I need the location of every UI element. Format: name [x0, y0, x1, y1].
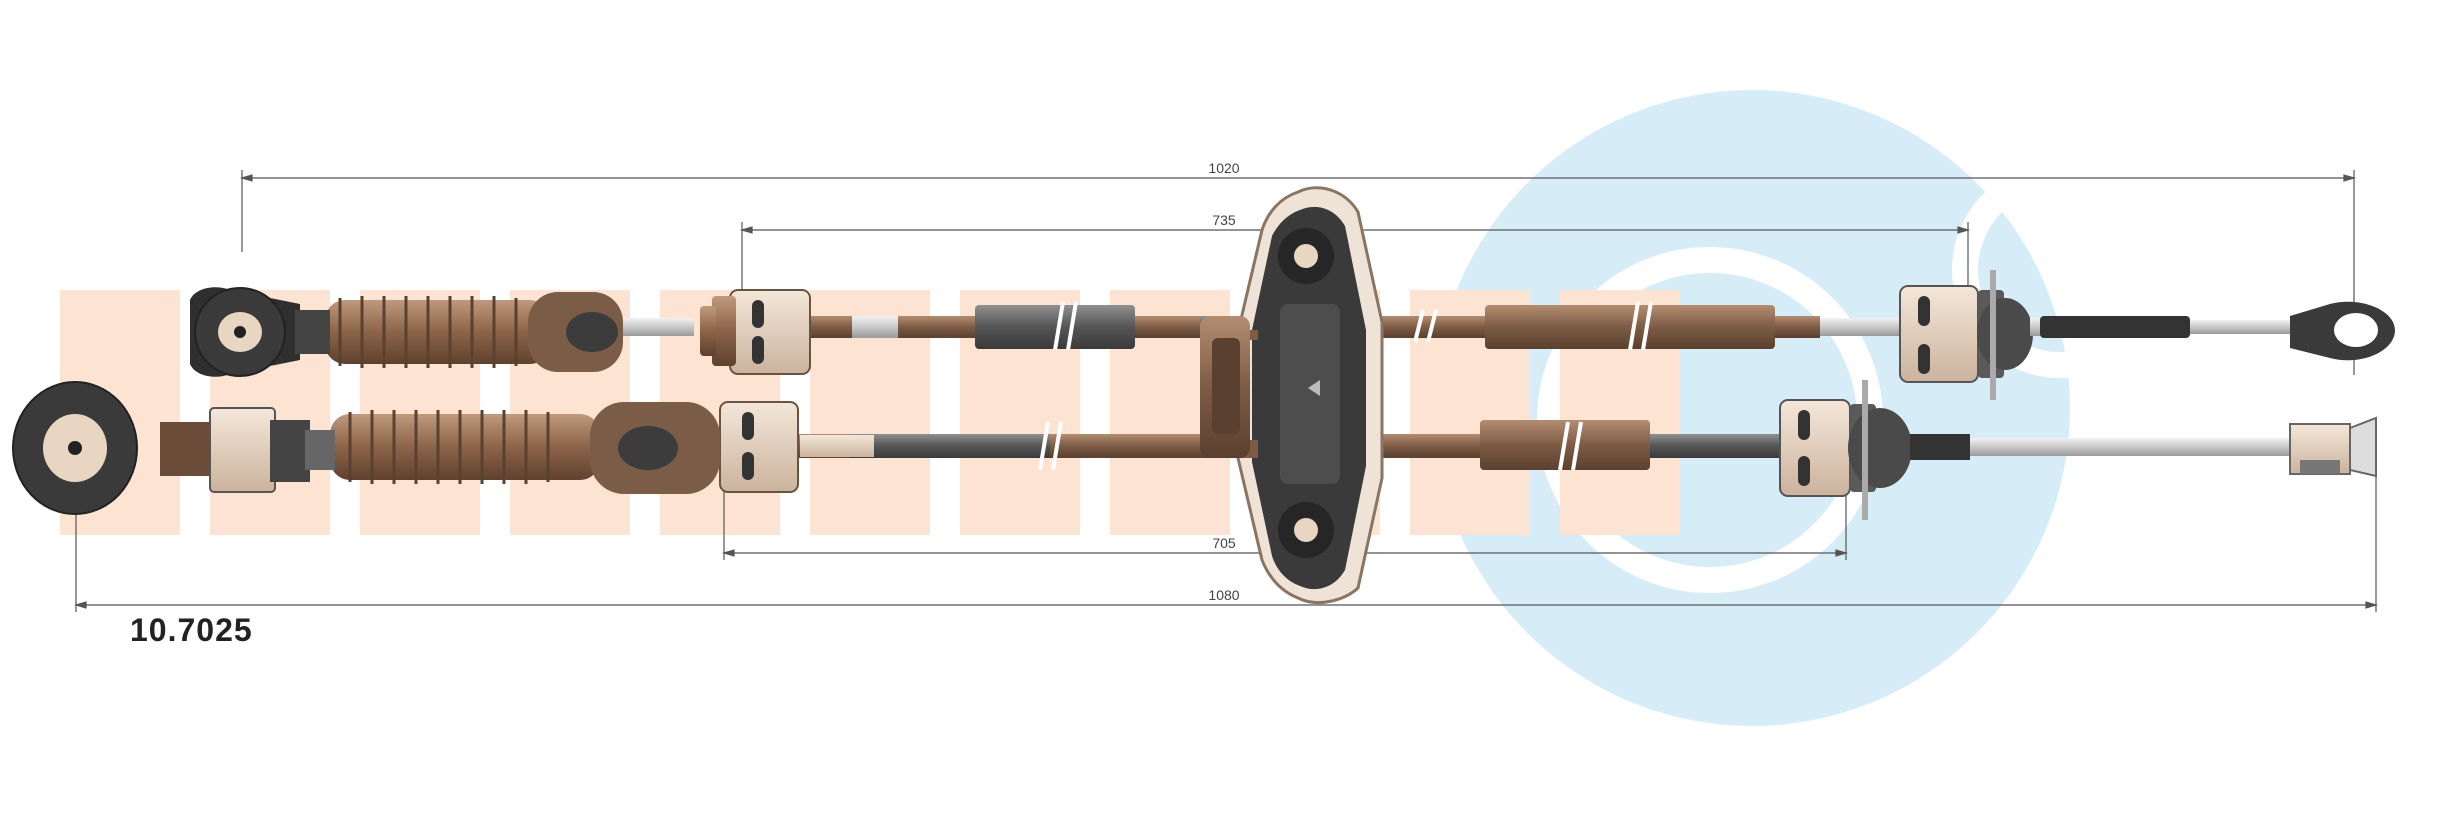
dim-label-inner-bottom: 705 — [1212, 535, 1236, 551]
upper-right-fitting — [1820, 270, 2290, 400]
upper-sleeve-left — [975, 305, 1135, 349]
upper-left-boot — [325, 292, 623, 372]
center-mounting-bracket — [1200, 186, 1384, 605]
dim-label-overall-top: 1020 — [1208, 160, 1239, 176]
upper-right-eye-end — [2290, 301, 2395, 361]
lower-right-fitting — [1779, 380, 2290, 520]
lower-right-clip-end — [2289, 416, 2377, 478]
arrow-icon — [1308, 380, 1320, 396]
upper-cable — [190, 270, 2395, 400]
lower-left-boot — [330, 402, 720, 494]
upper-left-rod — [622, 318, 694, 336]
upper-break-marks — [1053, 301, 1653, 351]
lower-left-socket-end — [12, 381, 335, 515]
part-number: 10.7025 — [130, 612, 253, 648]
dim-label-overall-bottom: 1080 — [1208, 587, 1239, 603]
upper-left-eye-end — [190, 287, 330, 377]
upper-left-fitting — [729, 289, 811, 375]
dim-label-inner-top: 735 — [1212, 212, 1236, 228]
lower-break-marks — [1038, 421, 1583, 471]
watermark-circle — [1434, 90, 2070, 726]
lower-left-fitting — [719, 401, 799, 493]
watermark-logo — [60, 90, 2293, 726]
upper-sleeve-right — [1485, 305, 1775, 349]
